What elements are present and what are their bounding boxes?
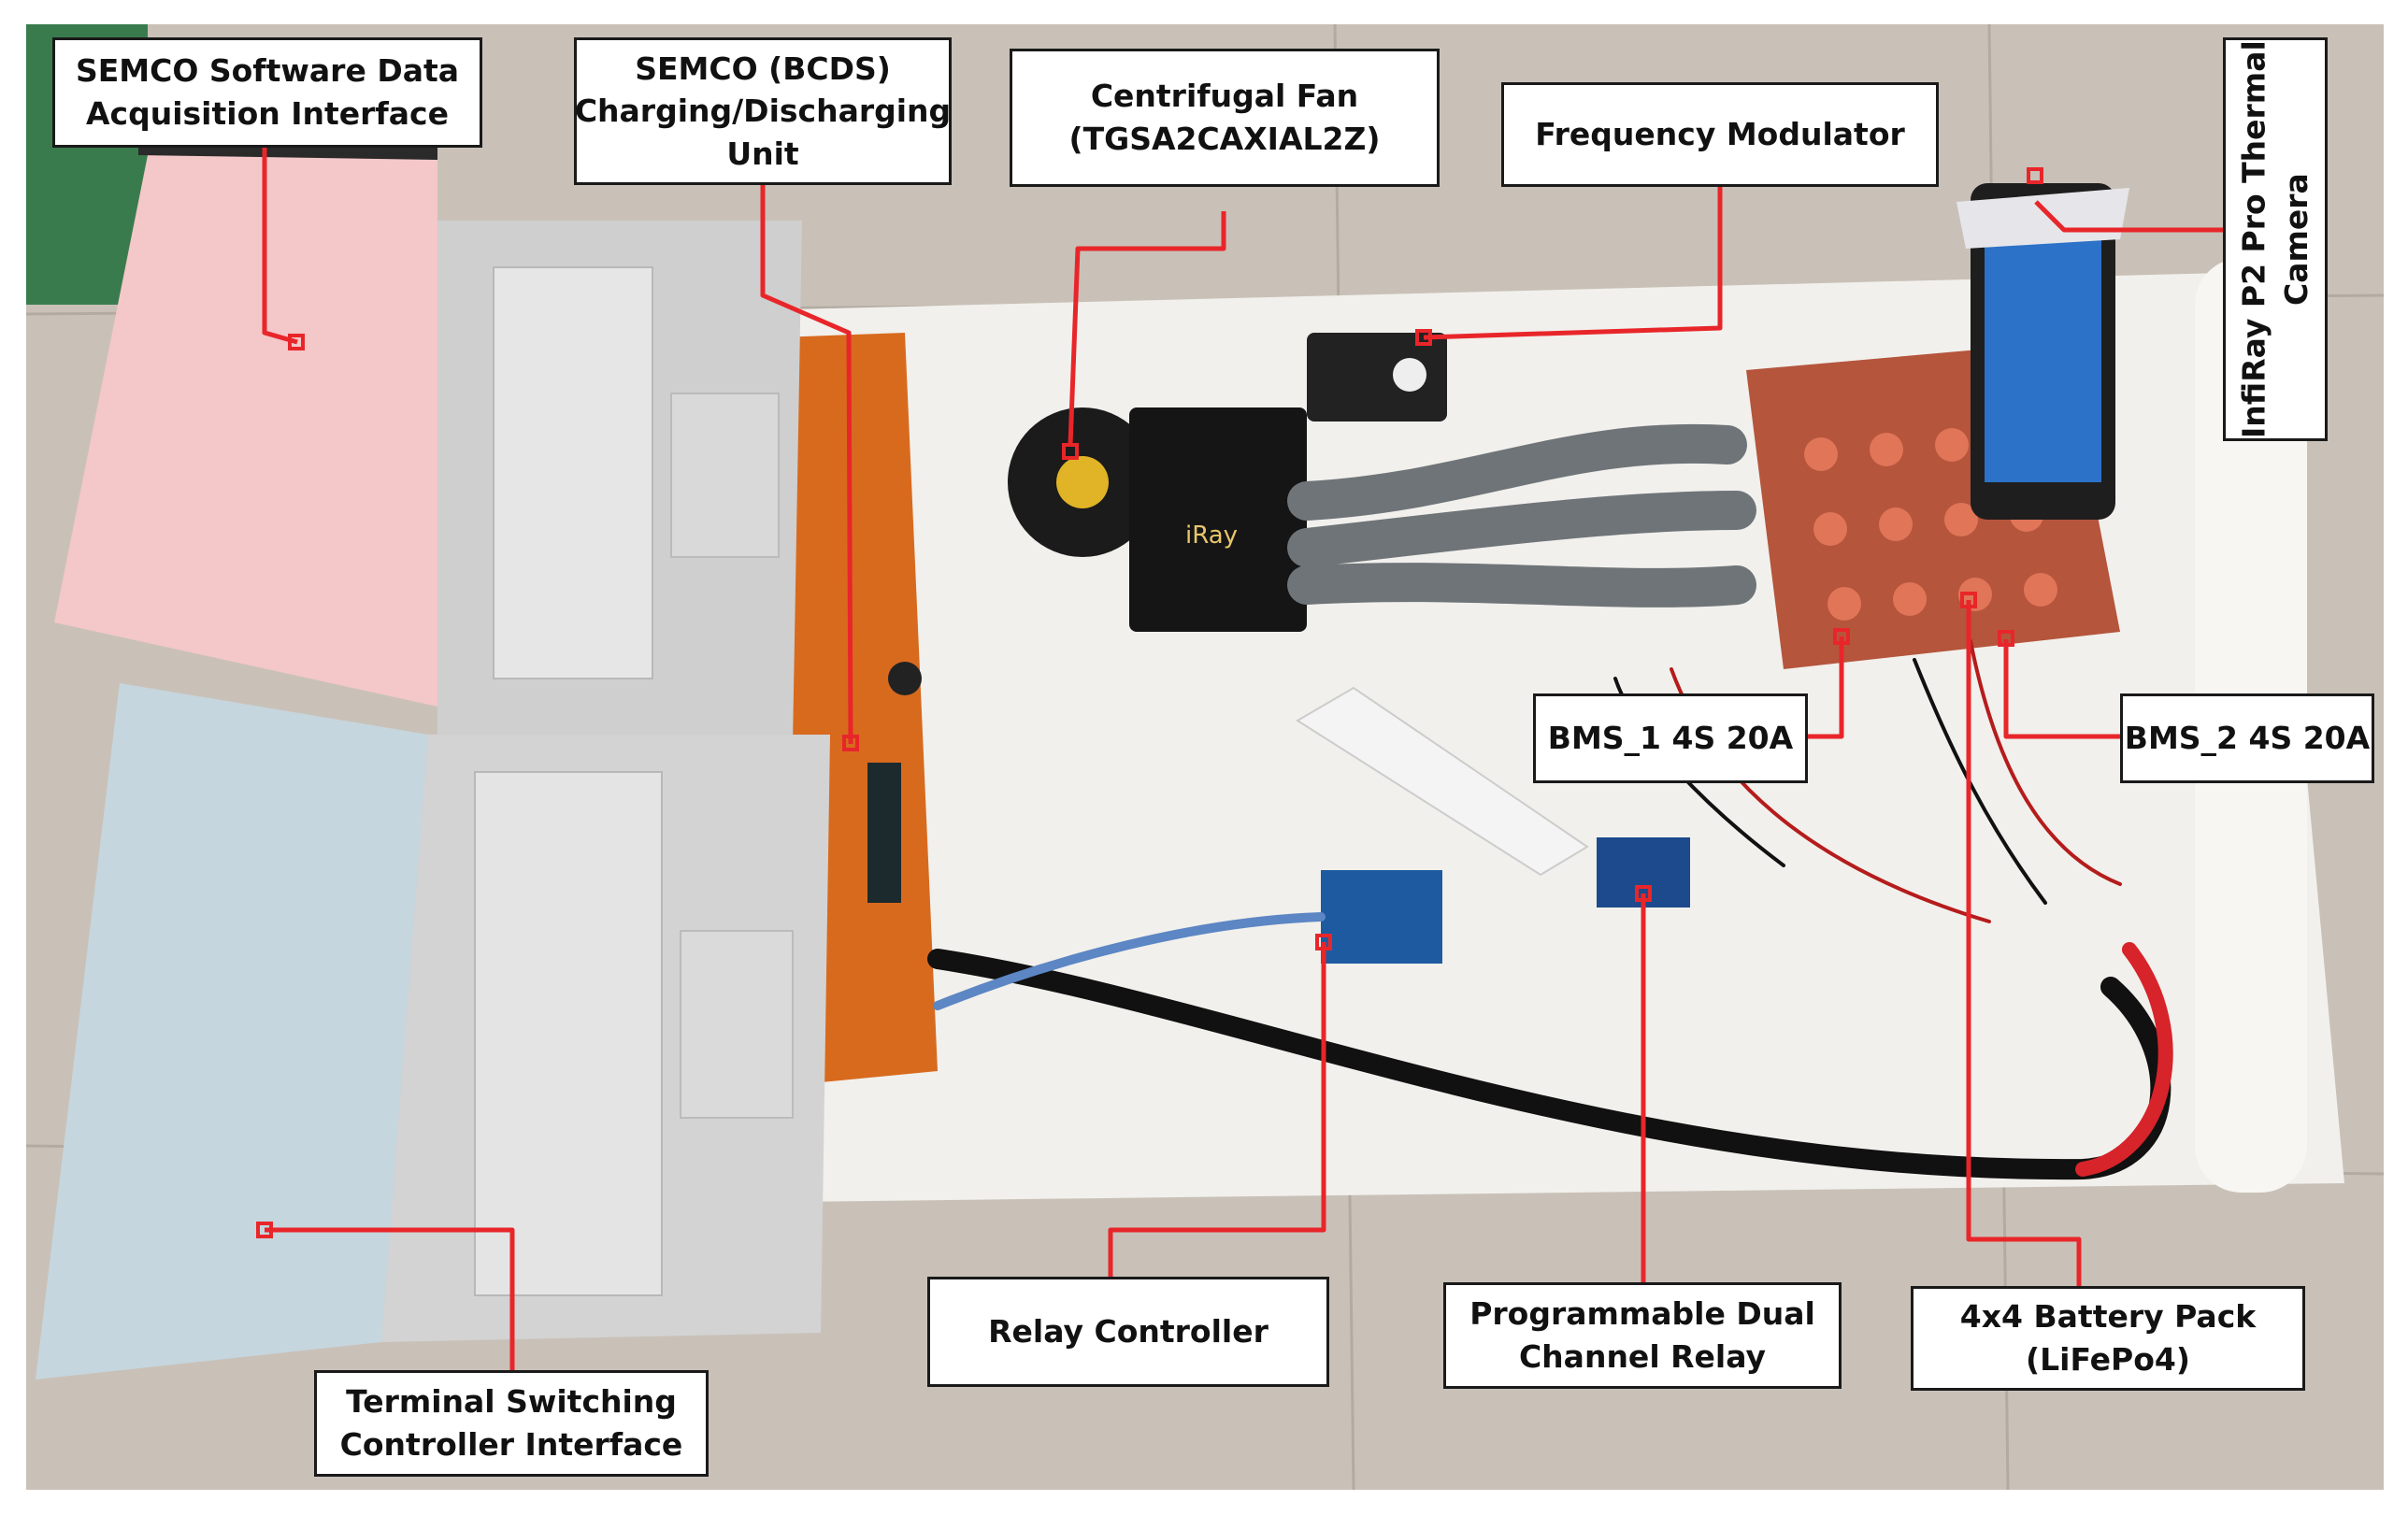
label-bms-2: BMS_2 4S 20A — [2120, 693, 2374, 783]
label-terminal-switching: Terminal Switching Controller Interface — [314, 1370, 709, 1477]
setup-photo: iRay — [26, 24, 2384, 1490]
marker-bms-1 — [1833, 628, 1850, 645]
label-thermal-camera: InfiRay P2 Pro Thermal Camera — [2223, 37, 2328, 441]
laptop-icon — [54, 155, 437, 707]
label-centrifugal-fan: Centrifugal Fan (TGSA2CAXIAL2Z) — [1010, 49, 1440, 187]
marker-bms-2 — [1998, 630, 2014, 647]
label-dual-relay: Programmable Dual Channel Relay — [1443, 1282, 1842, 1389]
microcontroller-icon — [1321, 870, 1442, 964]
marker-semco-bcds — [842, 735, 859, 751]
marker-terminal-switching — [256, 1222, 273, 1238]
label-bms-1: BMS_1 4S 20A — [1533, 693, 1808, 783]
marker-semco-software — [288, 334, 305, 350]
label-frequency-modulator: Frequency Modulator — [1501, 82, 1939, 187]
marker-relay-controller — [1315, 934, 1332, 950]
marker-battery-pack — [1960, 592, 1977, 608]
label-semco-bcds: SEMCO (BCDS) Charging/Discharging Unit — [574, 37, 952, 185]
label-relay-controller: Relay Controller — [927, 1277, 1329, 1387]
camera-icon — [1129, 407, 1307, 632]
laptop-icon — [36, 683, 428, 1379]
callout-lines — [262, 146, 2223, 1370]
marker-dual-relay — [1635, 885, 1652, 902]
marker-fan — [1062, 443, 1079, 460]
label-battery-pack: 4x4 Battery Pack (LiFePo4) — [1911, 1286, 2305, 1391]
marker-thermal-camera — [2027, 167, 2043, 184]
label-semco-software: SEMCO Software Data Acquisition Interfac… — [52, 37, 482, 148]
svg-text:iRay: iRay — [1185, 522, 1238, 550]
marker-frequency-modulator — [1415, 329, 1432, 346]
